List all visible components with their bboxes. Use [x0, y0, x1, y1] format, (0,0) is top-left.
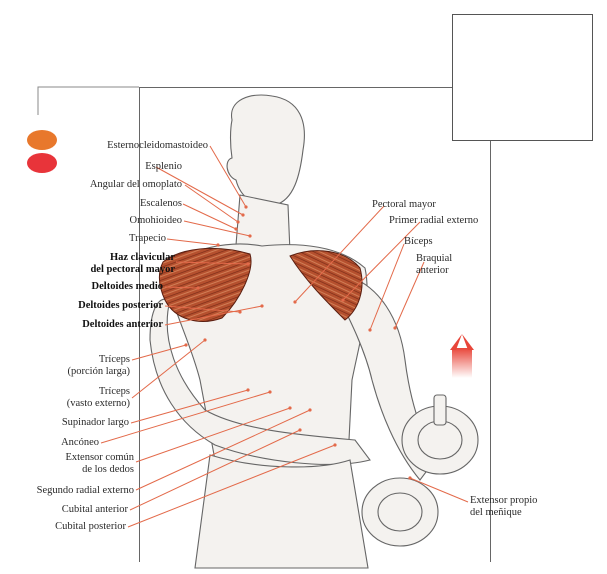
head	[226, 94, 305, 207]
left-deltoid	[159, 247, 252, 322]
label-triceps-vasto-externo: Tríceps (vasto externo)	[66, 386, 130, 409]
main-frame	[139, 87, 491, 562]
label-extensor-comun: Extensor común de los dedos	[65, 452, 134, 475]
label-escalenos: Escalenos	[140, 198, 182, 209]
label-deltoides-anterior: Deltoides anterior	[82, 319, 163, 330]
leader-dots	[184, 205, 412, 480]
right-deltoid	[289, 250, 363, 321]
legend-orange-dot	[27, 130, 57, 150]
label-triceps-porcion-larga: Tríceps (porción larga)	[67, 354, 131, 377]
label-cubital-anterior: Cubital anterior	[61, 504, 128, 515]
label-pectoral-mayor: Pectoral mayor	[372, 199, 436, 210]
trousers	[194, 454, 369, 569]
label-supinador-largo: Supinador largo	[61, 417, 129, 428]
up-arrow-icon	[450, 334, 474, 378]
label-haz-clavicular: Haz clavicular del pectoral mayor	[90, 252, 175, 275]
label-anconeo: Ancóneo	[61, 437, 99, 448]
body-outline	[149, 94, 479, 569]
label-esplenio: Esplenio	[145, 161, 182, 172]
label-extensor-propio-menique: Extensor propio del meñique	[470, 495, 538, 518]
label-primer-radial-externo: Primer radial externo	[389, 215, 479, 226]
label-angular-del-omoplato: Angular del omoplato	[89, 179, 182, 190]
highlighted-muscles	[159, 247, 363, 322]
thumbnail-frame	[452, 14, 593, 141]
leader-lines	[100, 145, 469, 528]
label-trapecio: Trapecio	[129, 233, 166, 244]
label-braquial-anterior: Braquial anterior	[416, 253, 453, 276]
label-biceps: Bíceps	[404, 236, 433, 247]
corner-bracket	[37, 86, 139, 115]
label-cubital-posterior: Cubital posterior	[55, 521, 126, 532]
label-omohioideo: Omohioideo	[129, 215, 183, 226]
label-esternocleidomastoideo: Esternocleidomastoideo	[107, 140, 208, 151]
legend-red-dot	[27, 153, 57, 173]
label-deltoides-medio: Deltoides medio	[91, 281, 163, 292]
dumbbell-handle	[433, 394, 447, 426]
label-segundo-radial-externo: Segundo radial externo	[36, 485, 134, 496]
label-deltoides-posterior: Deltoides posterior	[78, 300, 163, 311]
